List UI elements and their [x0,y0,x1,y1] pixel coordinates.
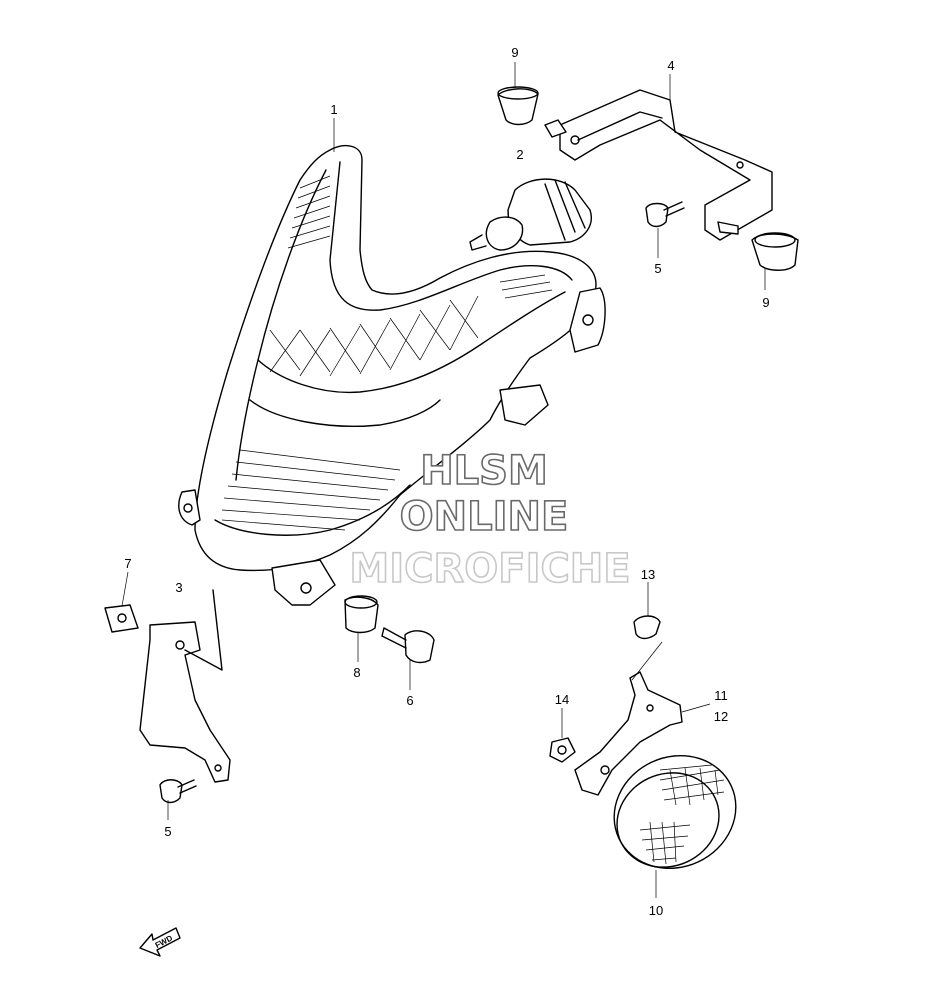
callout-13: 13 [641,567,655,582]
callout-12: 12 [714,709,728,724]
headlamp-housing [178,144,606,606]
screw-13 [633,615,661,640]
leader-lines [121,62,766,898]
callout-10: 10 [649,903,663,918]
reflector-bracket-11-12 [574,671,683,796]
watermark-line2: ONLINE [400,494,569,540]
fwd-arrow-icon: FWD [139,927,181,957]
grommet-9a [497,86,539,126]
grommet-8 [344,595,379,634]
watermark: HLSM ONLINE MICROFICHE [349,447,632,593]
clip-nut-7 [104,604,139,633]
reflector-10 [613,754,737,870]
bracket-3 [139,589,231,783]
screw-5a [645,201,685,228]
callout-11: 11 [714,688,728,703]
callout-2: 2 [516,147,523,162]
callout-8: 8 [353,665,360,680]
callout-7: 7 [124,556,131,571]
callout-6: 6 [406,693,413,708]
callout-4: 4 [667,58,674,73]
callout-5b: 5 [164,824,171,839]
grommet-9b [751,232,799,271]
callout-9b: 9 [762,295,769,310]
callout-labels: 1 2 3 4 5 5 6 7 8 9 9 10 11 12 13 14 [124,45,769,918]
callout-14: 14 [555,692,569,707]
callout-3: 3 [175,580,182,595]
nut-14 [549,737,576,763]
lens-hatching [221,175,553,531]
bulb-2 [469,178,592,251]
watermark-line3: MICROFICHE [349,546,630,592]
watermark-line1: HLSM [420,448,548,494]
screw-5b [159,779,197,804]
reflector-hatching [639,764,725,865]
screw-6 [381,627,435,664]
bracket-4 [544,89,773,241]
callout-9a: 9 [511,45,518,60]
callout-5a: 5 [654,261,661,276]
callout-1: 1 [330,102,337,117]
